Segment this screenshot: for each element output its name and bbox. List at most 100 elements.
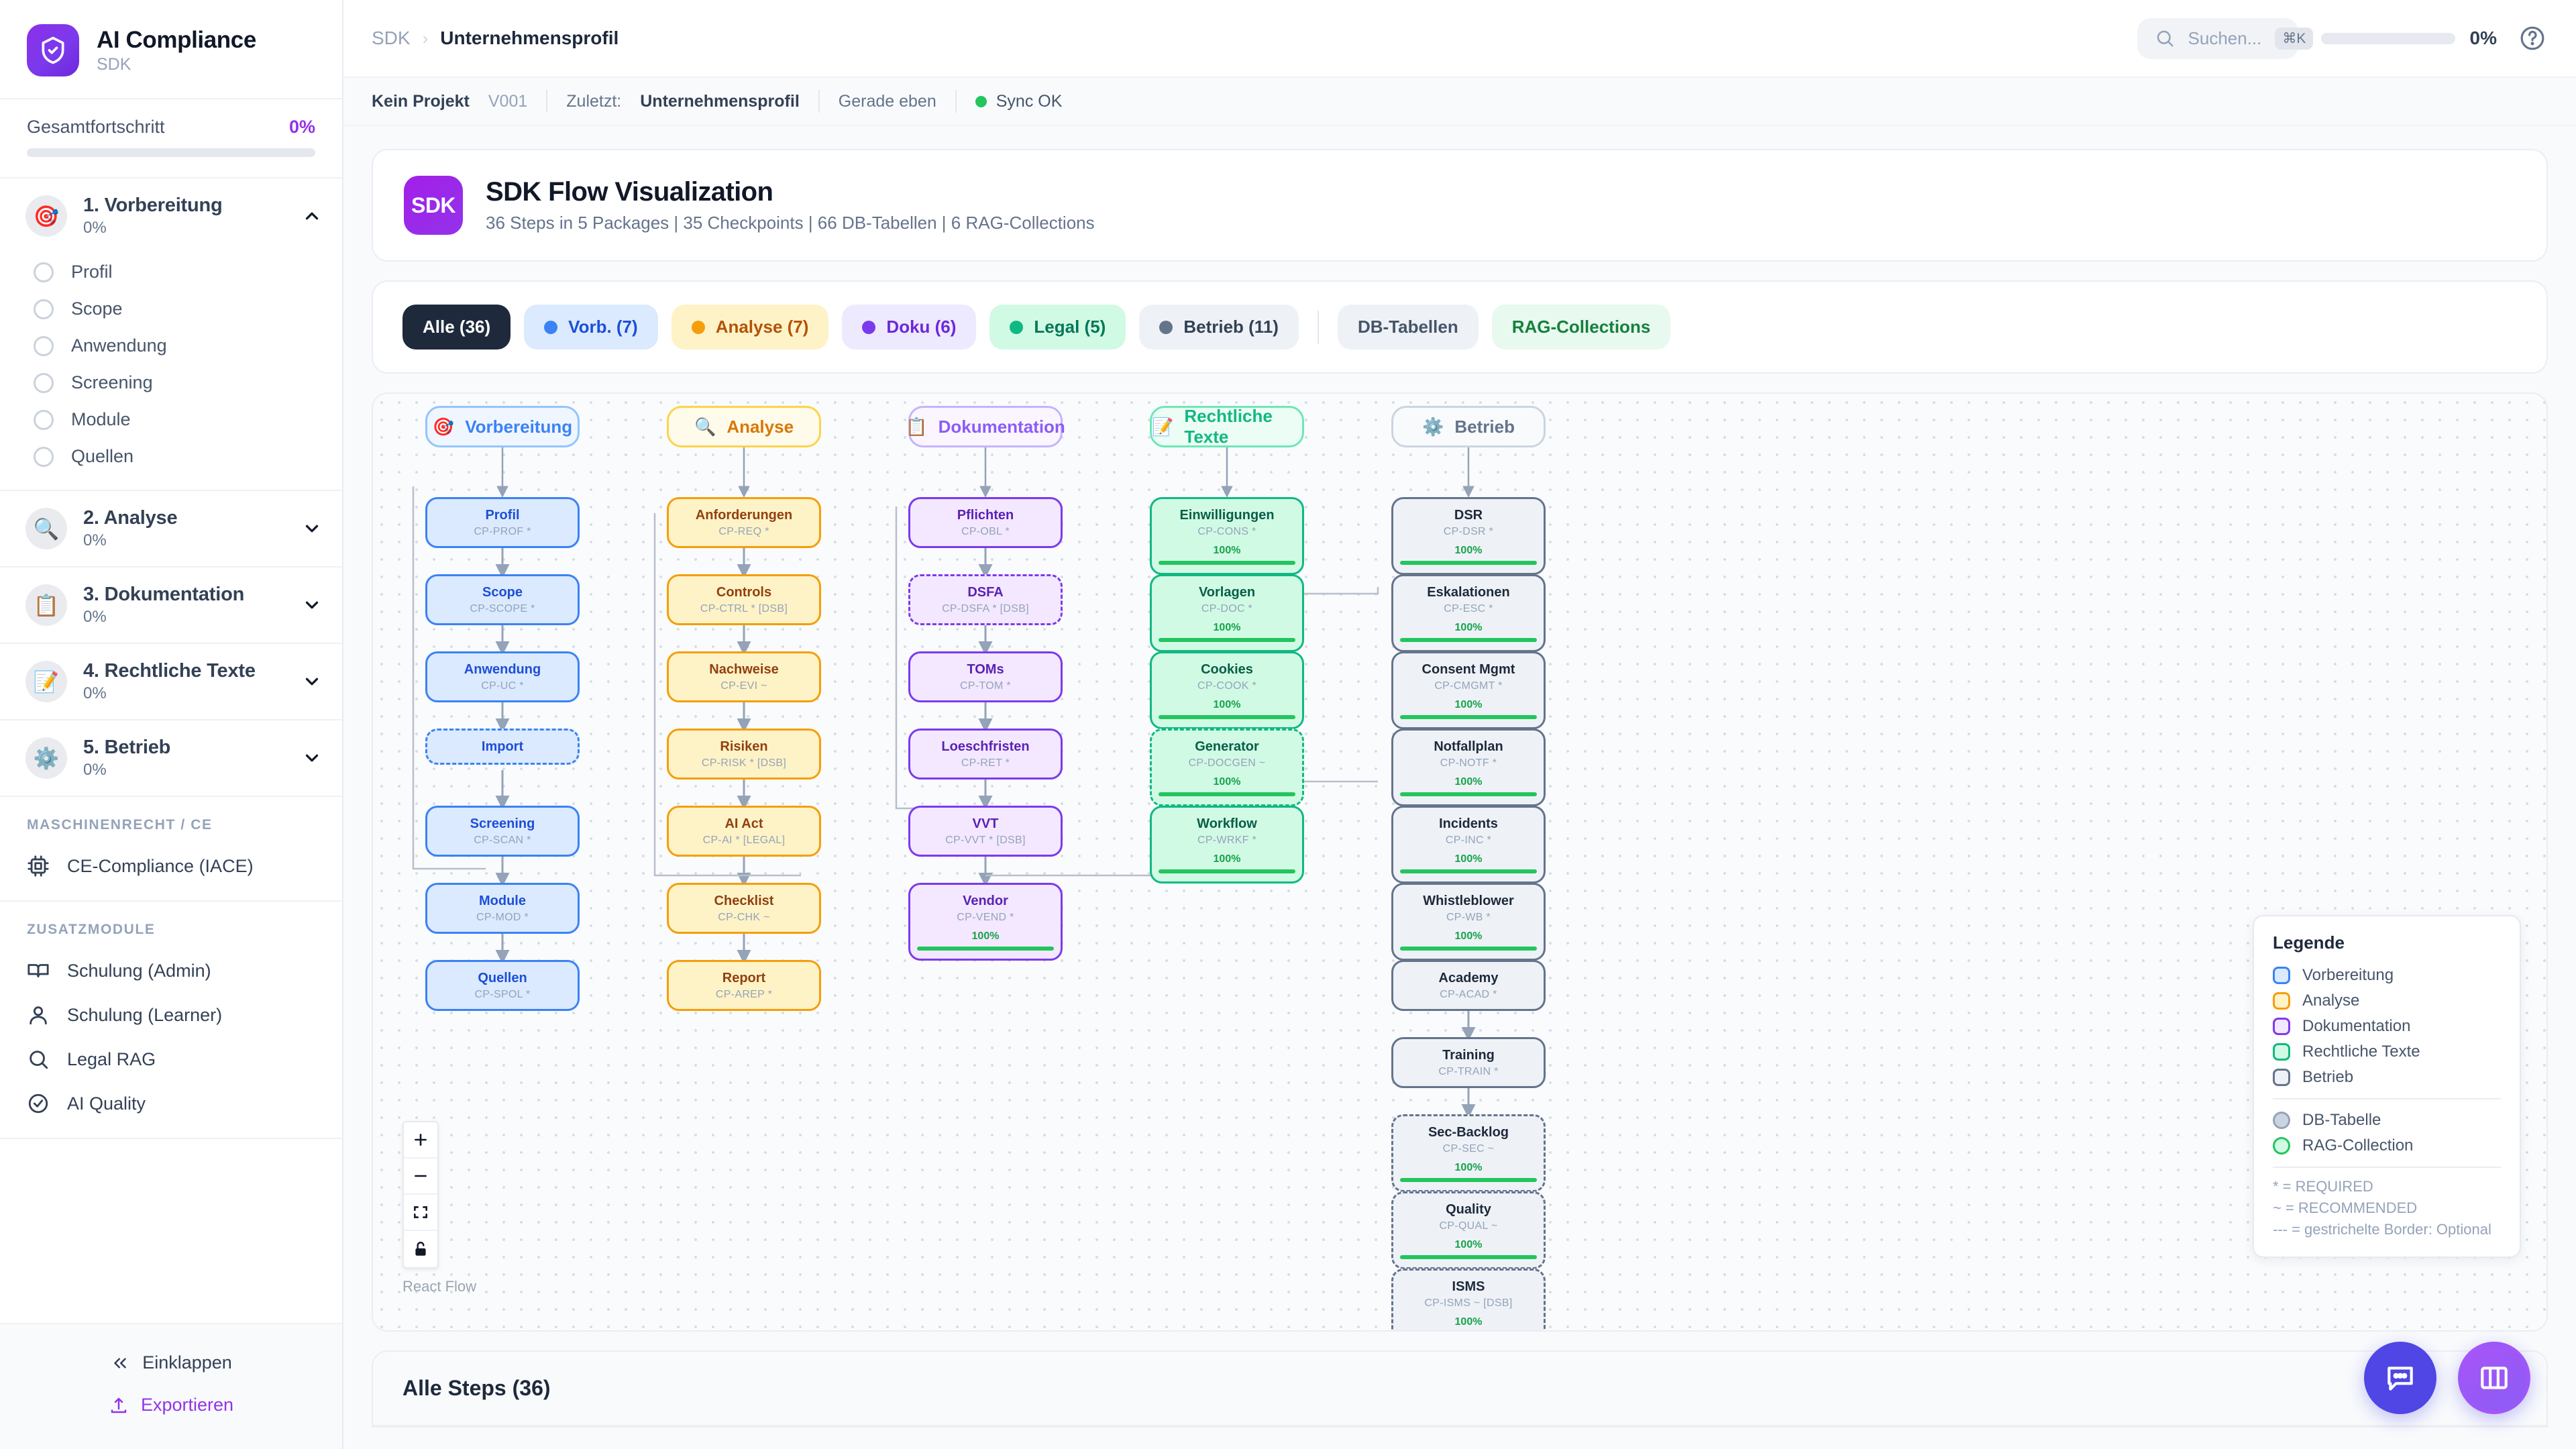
node-title: Module <box>479 894 526 908</box>
node-progress-value: 100% <box>1213 853 1241 865</box>
filter-chip-0[interactable]: Alle (36) <box>402 305 511 350</box>
legend-swatch-icon <box>2273 1069 2290 1086</box>
filter-chip-1[interactable]: Vorb. (7) <box>524 305 658 350</box>
sidebar-item-label: Legal RAG <box>67 1049 156 1069</box>
export-button[interactable]: Exportieren <box>0 1384 342 1426</box>
sidebar-item-legal-rag[interactable]: Legal RAG <box>0 1037 342 1081</box>
filter-chip-3[interactable]: Doku (6) <box>842 305 977 350</box>
sidebar-subitem-scope[interactable]: Scope <box>0 290 342 327</box>
filter-chip-5[interactable]: Betrieb (11) <box>1139 305 1299 350</box>
flow-node-vorbereitung-3[interactable]: Import <box>425 729 580 765</box>
group-emoji-icon: 📋 <box>906 416 928 437</box>
fit-view-icon <box>414 1206 427 1218</box>
zoom-out-button[interactable] <box>404 1159 437 1195</box>
step-status-radio[interactable] <box>34 409 54 430</box>
node-progress-value: 100% <box>1454 853 1483 865</box>
breadcrumb-root[interactable]: SDK <box>372 28 411 48</box>
step-status-radio[interactable] <box>34 299 54 319</box>
sidebar-subitem-screening[interactable]: Screening <box>0 364 342 401</box>
chip-dot-icon <box>544 320 558 334</box>
filter-chip-4[interactable]: Legal (5) <box>989 305 1126 350</box>
search-input[interactable]: Suchen... ⌘K <box>2137 17 2314 59</box>
filter-chip-2[interactable]: Analyse (7) <box>671 305 829 350</box>
node-code: CP-CTRL * [DSB] <box>700 603 788 614</box>
zoom-in-button[interactable] <box>404 1122 437 1159</box>
node-title: Sec-Backlog <box>1428 1125 1509 1140</box>
step-status-radio[interactable] <box>34 335 54 356</box>
fit-view-button[interactable] <box>404 1195 437 1231</box>
sidebar-item-schulung-admin[interactable]: Schulung (Admin) <box>0 949 342 993</box>
sidebar-subitem-quellen[interactable]: Quellen <box>0 438 342 475</box>
sidebar-item-ce-compliance[interactable]: CE-Compliance (IACE) <box>0 844 342 888</box>
filter-chip-extra-0[interactable]: DB-Tabellen <box>1337 305 1479 350</box>
filter-chip-extra-1[interactable]: RAG-Collections <box>1491 305 1671 350</box>
step-status-radio[interactable] <box>34 446 54 467</box>
step-status-radio[interactable] <box>34 262 54 282</box>
sidebar-footer: Einklappen Exportieren <box>0 1323 342 1449</box>
step-status-radio[interactable] <box>34 372 54 393</box>
brand-header[interactable]: AI Compliance SDK <box>0 0 342 99</box>
chat-fab[interactable] <box>2364 1342 2436 1414</box>
node-code: CP-CHK ~ <box>718 912 770 923</box>
sidebar-subitem-profil[interactable]: Profil <box>0 254 342 290</box>
node-title: Eskalationen <box>1427 585 1510 600</box>
node-title: Training <box>1442 1048 1495 1063</box>
search-icon <box>30 1051 48 1069</box>
brand-title: AI Compliance <box>97 26 256 53</box>
sidebar-item-ai-quality[interactable]: AI Quality <box>0 1081 342 1126</box>
help-circle-icon[interactable] <box>2520 25 2545 51</box>
node-code: CP-DOCGEN ~ <box>1188 757 1266 769</box>
filter-chip-label: Vorb. (7) <box>568 317 638 337</box>
sidebar-subitem-anwendung[interactable]: Anwendung <box>0 327 342 364</box>
lock-button[interactable] <box>404 1231 437 1267</box>
flow-group-2: 📋Dokumentation <box>906 406 1065 447</box>
panel-fab[interactable] <box>2458 1342 2530 1414</box>
sidebar-item-schulung-learner[interactable]: Schulung (Learner) <box>0 993 342 1037</box>
package-emoji-icon: 🎯 <box>25 195 67 237</box>
sidebar-subitem-module[interactable]: Module <box>0 401 342 438</box>
node-title: Profil <box>485 508 520 523</box>
collapse-sidebar-button[interactable]: Einklappen <box>0 1342 342 1384</box>
